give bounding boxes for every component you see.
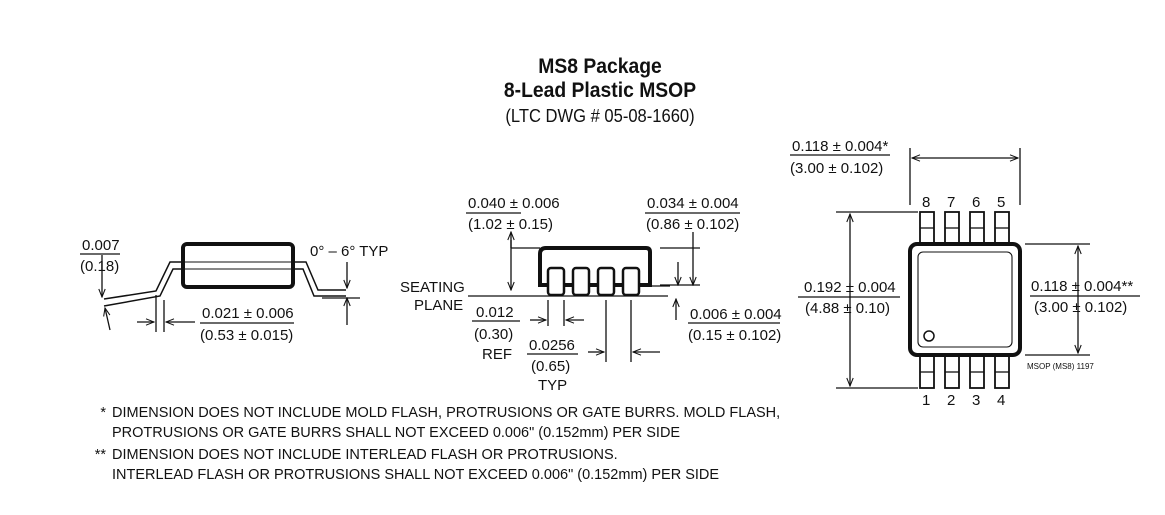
dim-foot-length-in: 0.021 ± 0.006 <box>202 305 294 322</box>
note-mark: * <box>100 405 106 421</box>
dim-body-width-in: 0.118 ± 0.004** <box>1031 278 1133 295</box>
end-view-labels: 0.007 (0.18) 0° – 6° TYP 0.021 ± 0.006 (… <box>80 237 388 344</box>
side-view <box>466 212 780 362</box>
package-subtitle: 8-Lead Plastic MSOP <box>503 79 697 102</box>
note-1: * DIMENSION DOES NOT INCLUDE MOLD FLASH,… <box>82 403 780 443</box>
dim-body-height-mm: (0.86 ± 0.102) <box>646 216 739 233</box>
dim-pitch-typ: TYP <box>538 377 567 394</box>
pin-number: 4 <box>997 392 1005 409</box>
dim-pitch-mm: (0.65) <box>531 358 570 375</box>
pin-number: 5 <box>997 194 1005 211</box>
side-view-lead <box>621 266 641 297</box>
top-view <box>790 148 1140 389</box>
top-view-labels: 0.118 ± 0.004* (3.00 ± 0.102) 0.192 ± 0.… <box>790 138 1133 409</box>
pin-number: 6 <box>972 194 980 211</box>
dim-standoff-in: 0.006 ± 0.004 <box>690 306 782 323</box>
dim-width-mm: (3.00 ± 0.102) <box>790 160 883 177</box>
dim-foot-length-mm: (0.53 ± 0.015) <box>200 327 293 344</box>
note-line: INTERLEAD FLASH OR PROTRUSIONS SHALL NOT… <box>112 467 720 483</box>
note-line: PROTRUSIONS OR GATE BURRS SHALL NOT EXCE… <box>112 425 681 441</box>
note-line: DIMENSION DOES NOT INCLUDE INTERLEAD FLA… <box>112 447 618 463</box>
pin-number: 2 <box>947 392 955 409</box>
dim-width-in: 0.118 ± 0.004* <box>792 138 889 155</box>
pin-number: 7 <box>947 194 955 211</box>
dim-lead-width-mm: (0.30) <box>474 326 513 343</box>
dim-standoff-mm: (0.15 ± 0.102) <box>688 327 781 344</box>
note-2: ** DIMENSION DOES NOT INCLUDE INTERLEAD … <box>82 445 780 485</box>
dim-lead-thickness-mm: (0.18) <box>80 258 119 275</box>
pin1-marker <box>923 330 935 342</box>
seating-plane-label: SEATING <box>400 279 465 296</box>
end-view-lead-right <box>293 261 346 291</box>
dim-overall-height-mm: (1.02 ± 0.15) <box>468 216 553 233</box>
dim-pitch-in: 0.0256 <box>529 337 575 354</box>
dim-body-width-mm: (3.00 ± 0.102) <box>1034 299 1127 316</box>
seating-plane-label-2: PLANE <box>414 297 463 314</box>
dim-body-height-in: 0.034 ± 0.004 <box>647 195 739 212</box>
dim-lead-width-in: 0.012 <box>476 304 514 321</box>
note-mark: ** <box>94 447 106 463</box>
side-view-labels: 0.040 ± 0.006 (1.02 ± 0.15) 0.034 ± 0.00… <box>400 195 782 394</box>
note-line: DIMENSION DOES NOT INCLUDE MOLD FLASH, P… <box>112 405 781 421</box>
pin-number: 3 <box>972 392 980 409</box>
dim-lead-thickness-in: 0.007 <box>82 237 120 254</box>
end-view-lead-left <box>103 261 183 300</box>
side-view-lead <box>596 266 616 297</box>
drawing-code: MSOP (MS8) 1197 <box>1027 362 1094 371</box>
package-title: MS8 Package <box>538 55 662 78</box>
top-view-body <box>908 242 1022 357</box>
dim-lead-width-ref: REF <box>482 346 512 363</box>
pin-number: 1 <box>922 392 930 409</box>
end-view <box>80 242 360 332</box>
drawing-number: (LTC DWG # 05-08-1660) <box>505 106 695 126</box>
side-view-lead <box>546 266 566 297</box>
lead-angle: 0° – 6° TYP <box>310 243 388 260</box>
dim-length-in: 0.192 ± 0.004 <box>804 279 896 296</box>
side-view-lead <box>571 266 591 297</box>
notes: * DIMENSION DOES NOT INCLUDE MOLD FLASH,… <box>82 403 780 485</box>
pin-number: 8 <box>922 194 930 211</box>
end-view-body <box>181 242 295 289</box>
dim-length-mm: (4.88 ± 0.10) <box>805 300 890 317</box>
dim-overall-height-in: 0.040 ± 0.006 <box>468 195 560 212</box>
